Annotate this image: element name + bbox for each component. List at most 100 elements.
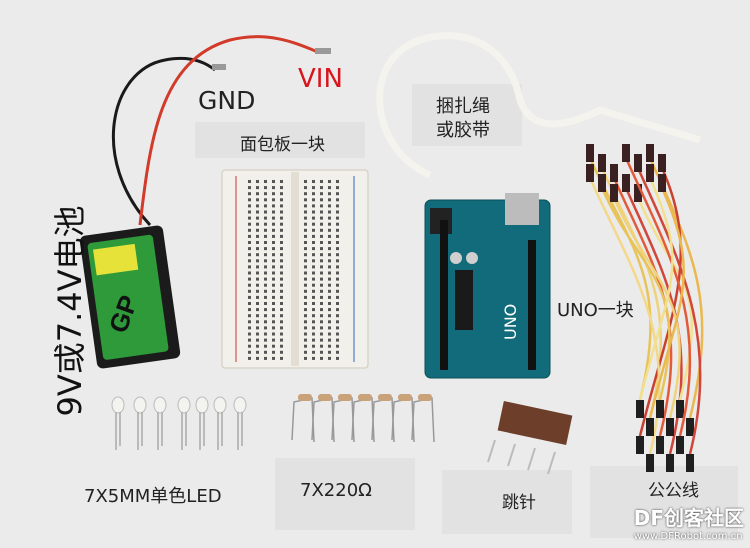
- breadboard-hole: [248, 222, 251, 226]
- jumper-wire-end: [666, 418, 674, 436]
- breadboard-hole: [264, 326, 267, 330]
- breadboard-hole: [280, 326, 283, 330]
- breadboard-hole: [264, 234, 267, 238]
- breadboard-hole: [272, 271, 275, 275]
- breadboard-hole: [336, 277, 339, 281]
- breadboard-hole: [256, 222, 259, 226]
- breadboard-hole: [328, 344, 331, 348]
- jumper-wire: [624, 157, 692, 437]
- breadboard-hole: [336, 326, 339, 330]
- breadboard-hole: [304, 338, 307, 342]
- breadboard-hole: [280, 338, 283, 342]
- breadboard-hole: [264, 210, 267, 214]
- breadboard-hole: [304, 320, 307, 324]
- breadboard-hole: [304, 326, 307, 330]
- breadboard-hole: [264, 271, 267, 275]
- led-label: 7X5MM单色LED: [84, 486, 222, 507]
- breadboard-hole: [328, 326, 331, 330]
- breadboard-hole: [320, 180, 323, 183]
- jumper-wire-end: [610, 184, 618, 202]
- resistor: [391, 394, 415, 443]
- breadboard-hole: [304, 344, 307, 348]
- breadboard-hole: [320, 308, 323, 312]
- breadboard-hole: [280, 222, 283, 226]
- breadboard-hole: [248, 302, 251, 305]
- resistor: [291, 394, 315, 443]
- breadboard-hole: [272, 259, 275, 263]
- breadboard-hole: [320, 332, 323, 336]
- breadboard-hole: [256, 277, 259, 281]
- jumper-wire-end: [646, 164, 654, 182]
- breadboard-hole: [280, 356, 283, 360]
- header-pins: [487, 401, 573, 475]
- breadboard-hole: [248, 198, 251, 202]
- breadboard-hole: [312, 308, 315, 312]
- breadboard-hole: [328, 314, 331, 318]
- breadboard-hole: [248, 216, 251, 220]
- breadboard-hole: [336, 308, 339, 312]
- breadboard-hole: [328, 265, 331, 269]
- jumper-wire: [636, 167, 702, 455]
- breadboard-hole: [264, 222, 267, 226]
- breadboard-hole: [264, 356, 267, 360]
- breadboard-hole: [312, 247, 315, 251]
- breadboard-hole: [320, 259, 323, 263]
- breadboard-hole: [328, 186, 331, 190]
- watermark-brand: DF创客社区: [633, 506, 744, 530]
- breadboard-hole: [280, 332, 283, 336]
- breadboard-hole: [256, 210, 259, 214]
- breadboard-hole: [248, 295, 251, 299]
- jumper-wire-end: [676, 400, 684, 418]
- breadboard-hole: [256, 253, 259, 257]
- vin-label: VIN: [298, 64, 343, 94]
- jumper-wire-end: [646, 418, 654, 436]
- breadboard-hole: [328, 180, 331, 183]
- breadboard-hole: [272, 320, 275, 324]
- breadboard-hole: [280, 277, 283, 281]
- breadboard-hole: [264, 283, 267, 287]
- breadboard-hole: [328, 308, 331, 312]
- breadboard-hole: [304, 302, 307, 305]
- breadboard-hole: [280, 186, 283, 190]
- breadboard-hole: [248, 356, 251, 360]
- breadboard-hole: [336, 283, 339, 287]
- led: [111, 396, 125, 450]
- breadboard-hole: [328, 320, 331, 324]
- jumper-wire-end: [634, 154, 642, 172]
- breadboard-label: 面包板一块: [240, 135, 325, 155]
- cable-tie-label-line2: 或胶带: [436, 120, 490, 141]
- breadboard-hole: [256, 320, 259, 324]
- breadboard-hole: [256, 247, 259, 251]
- breadboard-hole: [272, 283, 275, 287]
- breadboard-hole: [256, 344, 259, 348]
- breadboard-hole: [248, 186, 251, 190]
- breadboard-hole: [264, 204, 267, 208]
- breadboard-hole: [280, 271, 283, 275]
- breadboard-hole: [256, 271, 259, 275]
- resistor: [351, 394, 375, 443]
- breadboard-hole: [248, 320, 251, 324]
- breadboard-hole: [272, 265, 275, 269]
- breadboard-hole: [248, 344, 251, 348]
- breadboard-hole: [328, 228, 331, 232]
- breadboard-hole: [320, 234, 323, 238]
- breadboard-hole: [256, 302, 259, 305]
- battery: GP: [79, 225, 181, 369]
- breadboard-hole: [312, 302, 315, 305]
- breadboard-hole: [336, 265, 339, 269]
- breadboard-hole: [336, 259, 339, 263]
- breadboard-hole: [256, 308, 259, 312]
- breadboard-hole: [248, 192, 251, 196]
- breadboard-hole: [336, 332, 339, 336]
- breadboard-hole: [304, 247, 307, 251]
- breadboard-hole: [280, 320, 283, 324]
- jumper-wire-end: [646, 144, 654, 162]
- breadboard-hole: [272, 228, 275, 232]
- breadboard-hole: [256, 265, 259, 269]
- breadboard-hole: [320, 326, 323, 330]
- breadboard-holes: [248, 180, 339, 360]
- watermark: DF创客社区 www.DFRobot.com.cn: [634, 502, 744, 542]
- breadboard-hole: [256, 295, 259, 299]
- breadboard-hole: [320, 204, 323, 208]
- breadboard-hole: [264, 265, 267, 269]
